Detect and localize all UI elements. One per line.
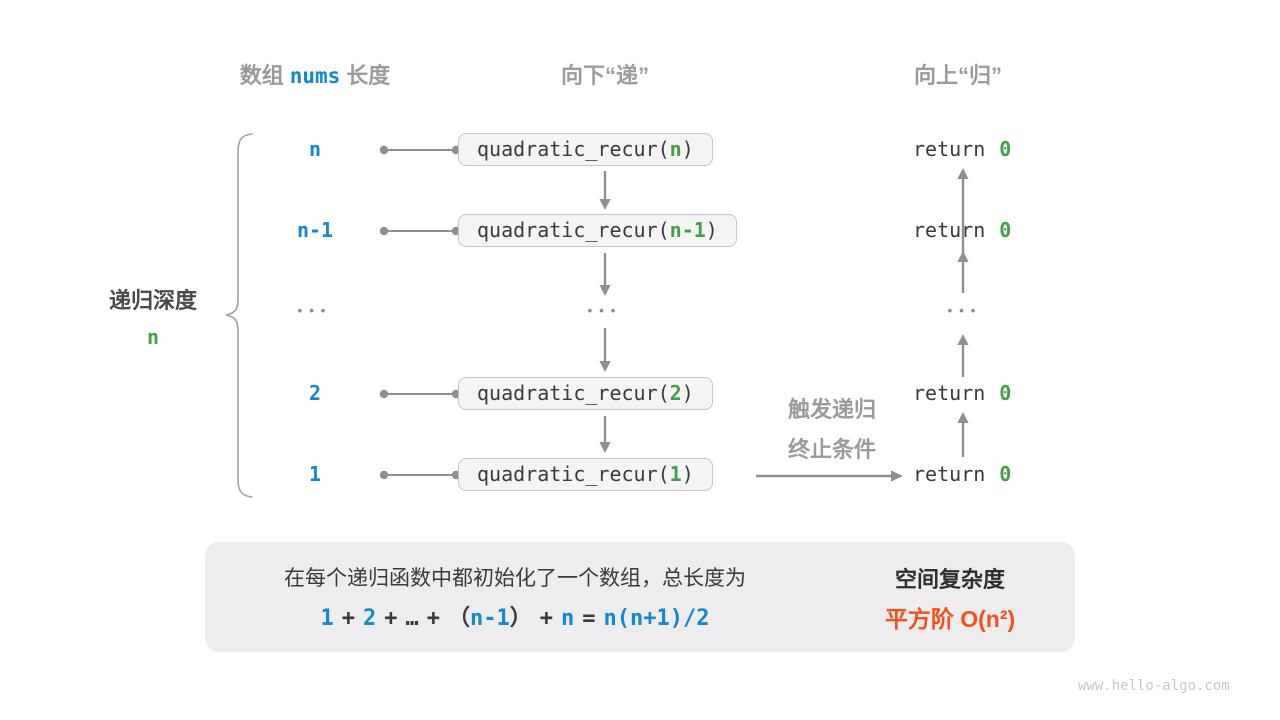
summary-text: 在每个递归函数中都初始化了一个数组，总长度为 [284,567,746,590]
call-pre: quadratic_recur( [477,381,670,405]
row-connectors [379,145,461,480]
call-post: ) [705,218,718,242]
formula-operator: + [341,606,355,631]
space-complexity-value: 平方阶 O(n²) [884,606,1016,632]
return-statement: return 0 [913,137,1011,161]
return-keyword: return [913,218,986,242]
depth-ellipsis: ••• [297,303,333,318]
return-value: 0 [999,137,1012,161]
depth-brace [225,133,253,498]
return-keyword: return [913,137,986,161]
return-statement: return 0 [913,462,1011,486]
down-arrows [599,171,611,453]
formula-term: n [561,606,575,631]
return-statement: return 0 [913,381,1011,405]
watermark: www.hello-algo.com [1078,678,1230,694]
formula-result: n(n+1)/2 [603,606,710,631]
header-nums-code: nums [289,64,341,88]
depth-value-n-1: n-1 [296,218,334,242]
call-pre: quadratic_recur( [477,218,670,242]
header-array-pre: 数组 [239,63,284,88]
return-value: 0 [999,381,1012,405]
return-value: 0 [999,218,1012,242]
call-arg: n [669,137,682,161]
call-pre: quadratic_recur( [477,462,670,486]
call-post: ) [681,137,694,161]
return-keyword: return [913,381,986,405]
header-return-up: 向上“归” [913,63,1002,88]
formula-ellipsis: … [405,606,419,631]
header-array-post: 长度 [346,63,391,88]
base-case-label: 触发递归 终止条件 [757,390,907,470]
formula-paren-open: （ [448,606,471,631]
recursion-depth-label: 递归深度 n [83,283,223,349]
formula-equals: = [582,606,596,631]
call-pre: quadratic_recur( [477,137,670,161]
recursion-depth-text: 递归深度 [108,288,197,313]
space-complexity-title: 空间复杂度 [894,567,1005,592]
call-ellipsis: ••• [587,303,623,318]
call-box-n: quadratic_recur(n) [458,133,713,166]
return-keyword: return [913,462,986,486]
header-recurse-down: 向下“递” [560,63,649,88]
call-arg: 2 [669,381,682,405]
depth-value-n: n [308,137,322,161]
formula-term: 1 [320,606,334,631]
formula-operator: + [426,606,440,631]
depth-value-1: 1 [308,462,322,486]
base-case-arrow [756,470,903,482]
base-case-line2: 终止条件 [787,437,876,462]
up-arrows [957,168,969,457]
base-case-line1: 触发递归 [787,397,876,422]
depth-value-2: 2 [308,381,322,405]
return-value: 0 [999,462,1012,486]
call-box-n-1: quadratic_recur(n-1) [458,214,737,247]
summary-panel: 在每个递归函数中都初始化了一个数组，总长度为 1 +2 + … + （n-1） + n = n(n… [205,542,1075,652]
return-statement: return 0 [913,218,1011,242]
formula-operator: + [539,606,554,631]
call-arg: 1 [669,462,682,486]
call-post: ) [681,381,694,405]
call-post: ) [681,462,694,486]
recursion-depth-value: n [146,325,160,349]
summary-formula: 1 +2 + … + （n-1） + n = n(n+1)/2 [225,600,805,632]
return-ellipsis: ••• [947,303,983,318]
formula-paren-close: ） [509,606,532,631]
call-arg: n-1 [669,218,706,242]
formula-term: 2 [363,606,377,631]
formula-operator: + [384,606,398,631]
call-box-1: quadratic_recur(1) [458,458,713,491]
call-box-2: quadratic_recur(2) [458,377,713,410]
formula-term: n-1 [470,606,510,631]
